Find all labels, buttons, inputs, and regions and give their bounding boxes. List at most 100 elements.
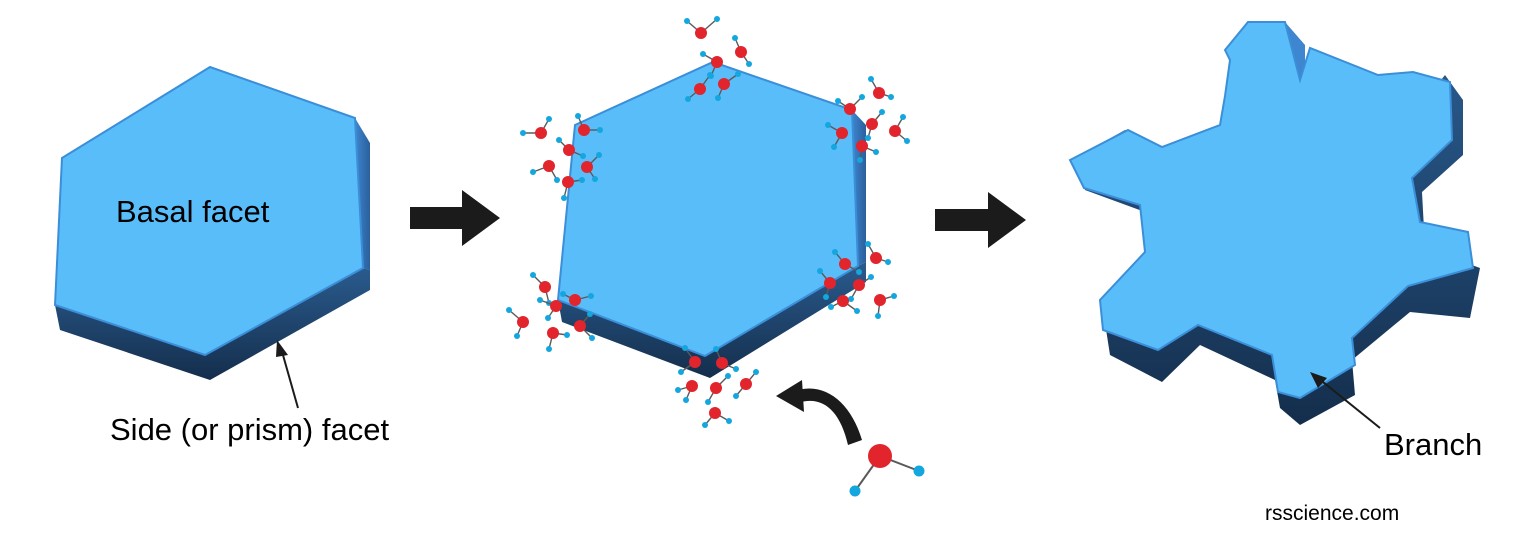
hydrogen-atom-18-a [865, 241, 871, 247]
branched-top-face [1068, 21, 1475, 400]
side-facet-pointer [280, 347, 299, 409]
hydrogen-atom-14-a [530, 169, 536, 175]
arrow-right-icon [410, 190, 500, 246]
hydrogen-atom-21-b [854, 308, 860, 314]
hydrogen-atom-13-b [597, 127, 603, 133]
hydrogen-atom-12-a [556, 137, 562, 143]
oxygen-atom-18 [870, 252, 882, 264]
oxygen-atom-7 [866, 118, 878, 130]
oxygen-atom-23 [539, 281, 551, 293]
oxygen-atom-0 [695, 27, 707, 39]
oxygen-atom-13 [578, 124, 590, 136]
hexagon-with-molecules-panel [506, 16, 925, 497]
hydrogen-atom-25-b [514, 333, 520, 339]
hydrogen-atom-30-b [733, 366, 739, 372]
oxygen-atom-11 [535, 127, 547, 139]
branched-right-walls [1285, 22, 1305, 82]
oxygen-atom-21 [837, 295, 849, 307]
hydrogen-atom-20-b [823, 294, 829, 300]
hydrogen-atom-34-b [726, 418, 732, 424]
oxygen-atom-34 [709, 407, 721, 419]
hydrogen-atom-28-a [587, 311, 593, 317]
side-facet-label: Side (or prism) facet [110, 412, 389, 447]
oxygen-atom-26 [550, 300, 562, 312]
credit-text: rsscience.com [1265, 502, 1399, 525]
hydrogen-atom-15-a [596, 152, 602, 158]
hydrogen-atom-4-a [735, 71, 741, 77]
oxygen-atom-1 [735, 46, 747, 58]
oxygen-atom-29 [689, 356, 701, 368]
hydrogen-atom-3-b [707, 72, 713, 78]
hydrogen-atom-30-a [713, 346, 719, 352]
hydrogen-atom-2-a [700, 51, 706, 57]
hydrogen-atom-11-b [546, 116, 552, 122]
oxygen-atom-17 [839, 258, 851, 270]
hydrogen-atom-0-b [714, 16, 720, 22]
branch-pointer [1317, 377, 1381, 429]
hydrogen-atom-28-b [589, 335, 595, 341]
plate2-bottom-side [558, 262, 866, 378]
basal-facet-label: Basal facet [116, 194, 270, 229]
branch-label: Branch [1384, 427, 1482, 462]
hydrogen-atom-19-a [868, 274, 874, 280]
hydrogen-atom-26-b [545, 315, 551, 321]
oxygen-atom-27 [547, 327, 559, 339]
hydrogen-atom-26-a [537, 297, 543, 303]
hydrogen-atom-25-a [506, 307, 512, 313]
hydrogen-atom-19-b [848, 296, 854, 302]
hydrogen-atom-22-a [891, 293, 897, 299]
oxygen-atom-12 [563, 144, 575, 156]
hydrogen-atom-5-b [859, 94, 865, 100]
hydrogen-atom-9-a [825, 122, 831, 128]
oxygen-atom-6 [873, 87, 885, 99]
side-facet-pointer-head [276, 340, 288, 357]
hexagon-plate-panel: Basal facet Side (or prism) facet [53, 65, 389, 447]
hydrogen-atom-18-b [885, 259, 891, 265]
hydrogen-atom-27-a [546, 346, 552, 352]
hydrogen-atom-9-b [831, 144, 837, 150]
oxygen-atom-3 [694, 83, 706, 95]
hydrogen-atom-5-a [835, 98, 841, 104]
hydrogen-atom-7-b [865, 135, 871, 141]
branch-pointer-head [1310, 372, 1327, 388]
hydrogen-atom-33-a [753, 369, 759, 375]
hydrogen-atom-14-b [554, 177, 560, 183]
hydrogen-atom-11-a [520, 130, 526, 136]
hydrogen-atom-34-a [702, 422, 708, 428]
arrow-right-icon-2 [935, 192, 1026, 248]
branched-plate-panel: Branch [1068, 21, 1482, 462]
plate-top-face [53, 65, 365, 357]
oxygen-atom-19 [853, 279, 865, 291]
oxygen-atom-8 [889, 125, 901, 137]
hydrogen-atom-7-a [879, 109, 885, 115]
oxygen-atom-22 [874, 294, 886, 306]
hydrogen-atom-4-b [715, 95, 721, 101]
hydrogen-atom-29-b [678, 369, 684, 375]
oxygen-atom-5 [844, 103, 856, 115]
oxygen-atom-24 [569, 294, 581, 306]
hydrogen-atom-10-a [857, 157, 863, 163]
plate-bottom-side [55, 268, 370, 380]
hydrogen-atom-32-a [705, 399, 711, 405]
oxygen-atom-33 [740, 378, 752, 390]
oxygen-atom-25 [517, 316, 529, 328]
hydrogen-atom-24-a [560, 291, 566, 297]
hydrogen-atom-8-a [900, 114, 906, 120]
hydrogen-atom-29-a [682, 345, 688, 351]
oxygen-atom-16 [562, 176, 574, 188]
oxygen-atom-30 [716, 357, 728, 369]
hydrogen-atom-16-a [579, 177, 585, 183]
oxygen-atom-14 [543, 160, 555, 172]
hydrogen-atom-27-b [564, 332, 570, 338]
hydrogen-atom-1-a [732, 35, 738, 41]
water-molecules [506, 16, 910, 428]
oxygen-atom-20 [824, 277, 836, 289]
hydrogen-atom-0-a [684, 18, 690, 24]
hydrogen-atom-21-a [828, 304, 834, 310]
hydrogen-atom-6-a [868, 76, 874, 82]
oxygen-atom-31 [686, 380, 698, 392]
hydrogen-atom-23-a [530, 272, 536, 278]
hydrogen-atom-12-b [580, 153, 586, 159]
hydrogen-atom-17-b [856, 269, 862, 275]
